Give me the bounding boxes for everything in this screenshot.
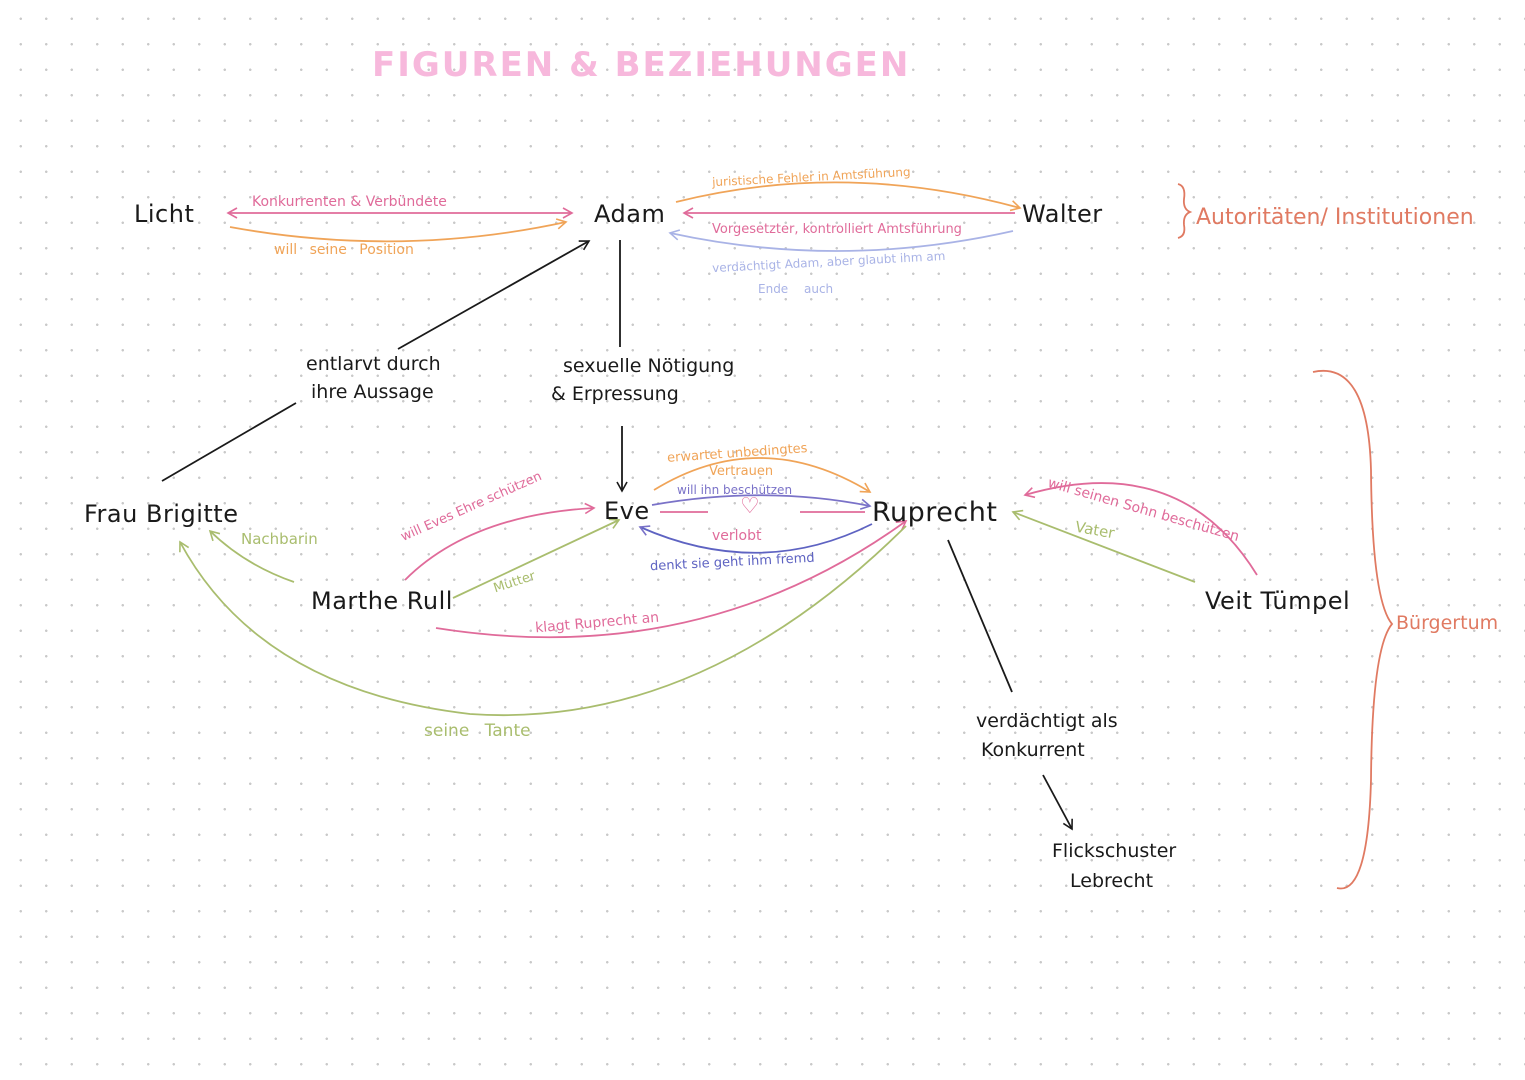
edge-ruprecht-lebrecht-a	[947, 539, 1013, 693]
label-brigitte-adam-1: entlarvt durch	[306, 353, 441, 375]
brace-authorities	[1177, 183, 1193, 239]
label-ruprecht-lebrecht-1: verdächtigt als	[976, 710, 1118, 732]
edge-licht-adam-bottom	[229, 218, 568, 243]
label-ruprecht-brigitte: seine Tante	[424, 721, 531, 741]
edge-eve-ruprecht-orange	[653, 457, 872, 493]
edge-brigitte-adam-b	[397, 240, 591, 350]
heart-icon: ♡	[740, 494, 760, 519]
label-licht-adam-top: Konkurrenten & Verbündete	[252, 194, 447, 210]
label-eve-ruprecht-4: verlobt	[712, 528, 762, 544]
edge-ruprecht-lebrecht-b	[1042, 774, 1073, 831]
group-label-authorities: Autoritäten/ Institutionen	[1196, 205, 1474, 230]
edge-marthe-eve-green	[452, 518, 621, 599]
edge-walter-adam-bottom	[668, 229, 1014, 252]
node-licht: Licht	[134, 200, 195, 228]
edge-adam-walter-top	[675, 181, 1022, 212]
page-title: FIGUREN & BEZIEHUNGEN	[372, 45, 911, 85]
label-walter-adam-middle: Vorgesetzter, kontrolliert Amtsführung	[712, 222, 962, 237]
node-flickschuster: Flickschuster	[1052, 840, 1177, 862]
node-frau-brigitte: Frau Brigitte	[84, 500, 239, 528]
group-label-citizens: Bürgertum	[1396, 612, 1499, 634]
edge-marthe-brigitte	[208, 529, 295, 583]
edge-marthe-ruprecht	[435, 520, 908, 639]
edge-brigitte-adam-a	[161, 402, 297, 482]
label-adam-eve-1: sexuelle Nötigung	[563, 355, 735, 377]
node-lebrecht: Lebrecht	[1070, 870, 1154, 892]
brace-citizens	[1312, 369, 1394, 890]
label-licht-adam-bottom: will seine Position	[274, 242, 414, 258]
node-ruprecht: Ruprecht	[872, 497, 998, 528]
label-walter-adam-bottom-2: Ende auch	[758, 282, 834, 296]
edge-veit-ruprecht-pink	[1023, 482, 1258, 576]
label-brigitte-adam-2: ihre Aussage	[311, 381, 434, 403]
label-eve-ruprecht-3: will ihn beschützen	[677, 483, 793, 497]
edge-marthe-eve-pink	[404, 502, 596, 581]
edge-eve-ruprecht-purple	[651, 494, 872, 510]
node-walter: Walter	[1022, 200, 1103, 228]
label-eve-ruprecht-2: Vertrauen	[709, 464, 774, 479]
node-veit-tuempel: Veit Tümpel	[1205, 587, 1351, 615]
edge-veit-ruprecht-green	[1011, 509, 1196, 583]
edge-ruprecht-eve-blue	[638, 523, 873, 554]
edge-ruprecht-brigitte	[179, 525, 907, 717]
label-adam-eve-2: & Erpressung	[551, 383, 679, 405]
node-adam: Adam	[594, 200, 666, 228]
node-marthe-rull: Marthe Rull	[311, 587, 453, 615]
node-eve: Eve	[604, 497, 650, 525]
label-ruprecht-lebrecht-2: Konkurrent	[981, 739, 1085, 761]
label-marthe-brigitte: Nachbarin	[241, 530, 318, 548]
